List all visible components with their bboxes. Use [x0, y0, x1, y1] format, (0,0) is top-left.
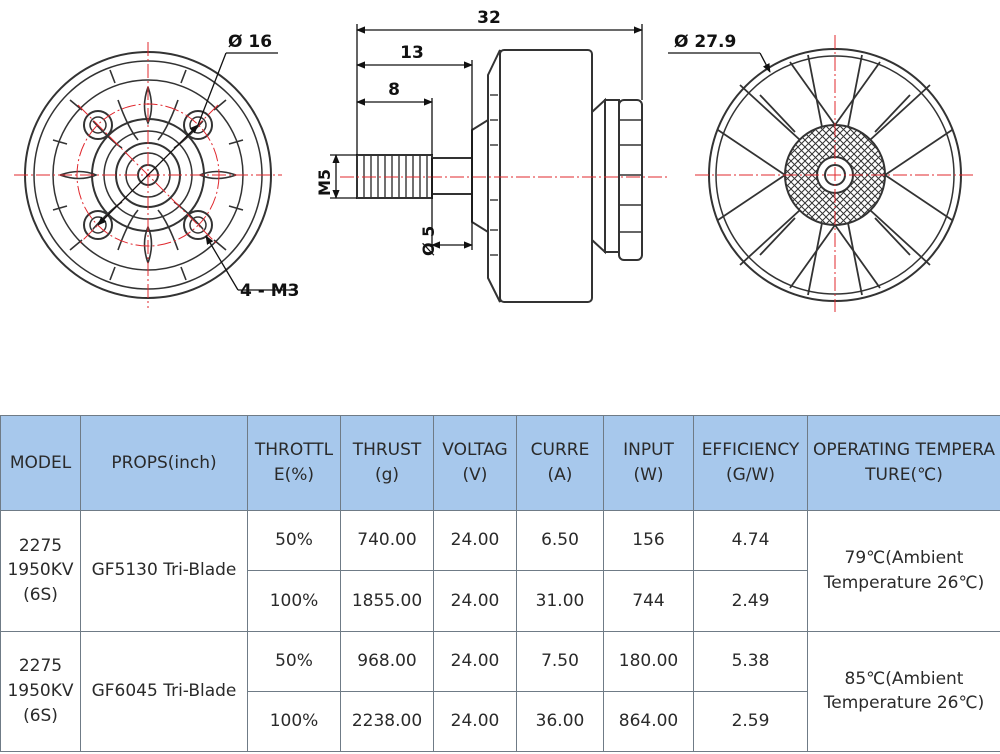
cell-input: 744 — [603, 570, 694, 632]
cell-efficiency: 5.38 — [693, 630, 808, 692]
cell-voltage: 24.00 — [433, 690, 517, 753]
dim-front-holes: 4 - M3 — [240, 281, 299, 301]
header-input: INPUT (W) — [603, 415, 694, 511]
table-row: 2275 1950KV (6S) GF6045 Tri-Blade 50% 96… — [0, 630, 1000, 752]
table-row: 100% 1855.00 24.00 31.00 744 2.49 — [1, 570, 1000, 632]
dim-front-hole-circle: Ø 16 — [228, 32, 272, 52]
header-thrust: THRUST (g) — [340, 415, 434, 511]
dim-shaft-diameter: Ø 5 — [419, 226, 438, 256]
performance-table: MODEL PROPS(inch) THROTTLE(%) THRUST (g)… — [0, 415, 1000, 753]
cell-efficiency: 4.74 — [693, 509, 808, 572]
cell-current: 7.50 — [516, 630, 604, 692]
cell-thrust: 740.00 — [340, 509, 434, 572]
cell-efficiency: 2.49 — [693, 570, 808, 632]
cell-temperature: 79℃(Ambient Temperature 26℃) — [807, 510, 1000, 632]
header-temperature: OPERATING TEMPERATURE(℃) — [807, 415, 1000, 511]
dim-thread-size: M5 — [315, 169, 334, 196]
dim-overall-length: 32 — [477, 8, 501, 28]
dim-shaft-to-bell: 13 — [400, 43, 424, 63]
cell-input: 864.00 — [603, 690, 694, 753]
table-row: 100% 2238.00 24.00 36.00 864.00 2.59 — [1, 690, 1000, 753]
cell-current: 31.00 — [516, 570, 604, 632]
cell-props: GF6045 Tri-Blade — [80, 630, 248, 752]
cell-throttle: 100% — [247, 690, 341, 753]
table-header-row: MODEL PROPS(inch) THROTTLE(%) THRUST (g)… — [0, 415, 1000, 511]
cell-throttle: 50% — [247, 630, 341, 692]
dim-bell-diameter: Ø 27.9 — [674, 32, 736, 52]
cell-input: 180.00 — [603, 630, 694, 692]
cell-voltage: 24.00 — [433, 509, 517, 572]
rear-centerlines — [695, 35, 975, 312]
motor-technical-drawing: Ø 16 4 - M3 — [14, 8, 975, 312]
cell-voltage: 24.00 — [433, 630, 517, 692]
header-props: PROPS(inch) — [80, 415, 248, 511]
header-model: MODEL — [0, 415, 81, 511]
header-current: CURRE(A) — [516, 415, 604, 511]
header-throttle: THROTTLE(%) — [247, 415, 341, 511]
header-efficiency: EFFICIENCY(G/W) — [693, 415, 808, 511]
cell-efficiency: 2.59 — [693, 690, 808, 753]
cell-thrust: 2238.00 — [340, 690, 434, 753]
cell-model: 2275 1950KV (6S) — [0, 510, 81, 632]
cell-throttle: 100% — [247, 570, 341, 632]
cell-thrust: 1855.00 — [340, 570, 434, 632]
cell-temperature: 85℃(Ambient Temperature 26℃) — [807, 630, 1000, 752]
cell-input: 156 — [603, 509, 694, 572]
cell-current: 6.50 — [516, 509, 604, 572]
table-row: 2275 1950KV (6S) GF5130 Tri-Blade 50% 74… — [0, 509, 1000, 632]
cell-current: 36.00 — [516, 690, 604, 753]
header-voltage: VOLTAG(V) — [433, 415, 517, 511]
dim-thread-length: 8 — [388, 80, 400, 100]
cell-thrust: 968.00 — [340, 630, 434, 692]
cell-model: 2275 1950KV (6S) — [0, 630, 81, 752]
cell-props: GF5130 Tri-Blade — [80, 510, 248, 632]
side-view — [356, 49, 643, 303]
cell-voltage: 24.00 — [433, 570, 517, 632]
cell-throttle: 50% — [247, 509, 341, 572]
